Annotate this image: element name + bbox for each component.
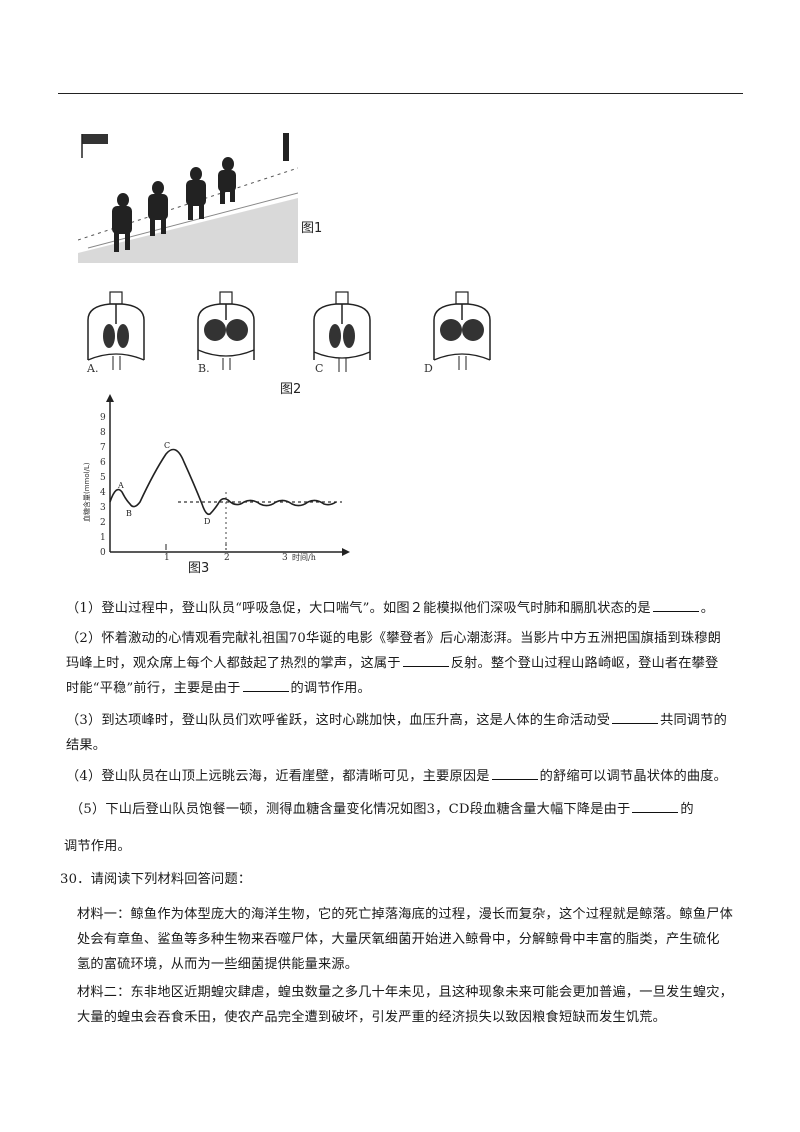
question-1: （1）登山过程中，登山队员“呼吸急促，大口喘气”。如图２能模拟他们深吸气时肺和膈… <box>66 596 756 621</box>
y-tick-8: 8 <box>100 428 106 438</box>
point-label-d: D <box>204 517 210 526</box>
y-tick-0: 0 <box>100 548 106 558</box>
point-label-c: C <box>164 441 170 450</box>
q4-text-post: 的舒缩可以调节晶状体的曲度。 <box>539 769 728 784</box>
q3-line-2: 结果。 <box>66 738 107 753</box>
bell-jar-model-b-icon <box>197 291 255 370</box>
figure-3-label: 图3 <box>188 561 210 576</box>
q5-line-2: 调节作用。 <box>64 839 131 854</box>
figure-2-option-d-label: D <box>424 362 433 375</box>
figure-1-climbers-image <box>77 128 299 263</box>
question-2: （2）怀着激动的心情观看完献礼祖国70华诞的电影《攀登者》后心潮澎湃。当影片中方… <box>66 626 756 701</box>
y-tick-2: 2 <box>100 518 106 528</box>
header-rule <box>58 93 743 94</box>
q5-answer-blank[interactable] <box>632 798 679 813</box>
bell-jar-model-c-icon <box>313 291 371 372</box>
y-axis-label: 血糖含量(mmol/L) <box>82 462 91 522</box>
y-tick-1: 1 <box>100 533 106 543</box>
q30-material-1: 材料一：鲸鱼作为体型庞大的海洋生物，它的死亡掉落海底的过程，漫长而复杂，这个过程… <box>77 902 757 977</box>
x-tick-2: 2 <box>224 553 230 563</box>
y-tick-6: 6 <box>100 458 106 468</box>
material-1-line-3: 氢的富硫环境，从而为一些细菌提供能量来源。 <box>77 957 359 972</box>
material-1-line-1: 材料一：鲸鱼作为体型庞大的海洋生物，它的死亡掉落海底的过程，漫长而复杂，这个过程… <box>77 907 733 922</box>
q2-line-3-pre: 时能“平稳”前行，主要是由于 <box>66 681 241 696</box>
question-3: （3）到达项峰时，登山队员们欢呼雀跃，这时心跳加快，血压升高，这是人体的生命活动… <box>66 708 756 758</box>
y-tick-3: 3 <box>100 503 106 513</box>
q1-text-pre: （1）登山过程中，登山队员“呼吸急促，大口喘气”。如图２能模拟他们深吸气时肺和膈… <box>66 601 651 616</box>
bell-jar-model-a-icon <box>87 291 145 370</box>
y-tick-9: 9 <box>100 413 106 423</box>
figure-2-lung-models <box>80 290 520 380</box>
figure-1-label: 图1 <box>301 221 323 236</box>
q5-line-1-post: 的 <box>680 802 694 817</box>
q4-text-pre: （4）登山队员在山顶上远眺云海，近看崖壁，都清晰可见，主要原因是 <box>66 769 490 784</box>
bell-jar-model-d-icon <box>433 291 491 370</box>
material-1-line-2: 处会有章鱼、鲨鱼等多种生物来吞噬尸体，大量厌氧细菌开始进入鲸骨中，分解鲸骨中丰富… <box>77 932 720 947</box>
q3-line-1-post: 共同调节的 <box>660 713 728 728</box>
q2-line-2-pre: 玛峰上时，观众席上每个人都鼓起了热烈的掌声，这属于 <box>66 656 401 671</box>
y-tick-5: 5 <box>100 473 106 483</box>
material-2-line-1: 材料二：东非地区近期蝗灾肆虐，蝗虫数量之多几十年未见，且这种现象未来可能会更加普… <box>77 985 733 1000</box>
y-tick-7: 7 <box>100 443 106 453</box>
point-label-b: B <box>126 509 132 518</box>
q30-material-2: 材料二：东非地区近期蝗灾肆虐，蝗虫数量之多几十年未见，且这种现象未来可能会更加普… <box>77 980 757 1030</box>
q2-line-3-post: 的调节作用。 <box>290 681 371 696</box>
point-label-a: A <box>117 481 124 490</box>
figure-2-option-a-label: A. <box>87 362 99 375</box>
question-4: （4）登山队员在山顶上远眺云海，近看崖壁，都清晰可见，主要原因是 的舒缩可以调节晶… <box>66 764 756 789</box>
q2-reflex-blank[interactable] <box>402 652 449 667</box>
q2-regulation-blank[interactable] <box>242 677 289 692</box>
q1-text-post: 。 <box>700 601 715 616</box>
figure-2-option-c-label: C <box>315 362 324 375</box>
q5-line-1-pre: （5）下山后登山队员饱餐一顿，测得血糖含量变化情况如图3，CD段血糖含量大幅下降… <box>70 802 631 817</box>
material-2-line-2: 大量的蝗虫会吞食禾田，使农产品完全遭到破坏，引发严重的经济损失以致因粮食短缺而发… <box>77 1010 667 1025</box>
question-5: （5）下山后登山队员饱餐一顿，测得血糖含量变化情况如图3，CD段血糖含量大幅下降… <box>64 797 760 859</box>
climbers-illustration-icon <box>77 133 299 263</box>
y-axis-arrow-icon <box>106 394 114 402</box>
q3-answer-blank[interactable] <box>612 709 659 724</box>
x-axis-label: 时间/h <box>292 552 316 562</box>
q1-answer-blank[interactable] <box>652 597 699 612</box>
question-30-title: 30．请阅读下列材料回答问题： <box>60 872 252 887</box>
blood-sugar-curve <box>109 448 337 516</box>
figure-3-blood-sugar-chart: 0 9 8 7 6 5 4 3 2 1 1 2 3 时间/h 血糖含量(mmol… <box>80 392 350 572</box>
y-tick-4: 4 <box>100 488 106 498</box>
q3-line-1-pre: （3）到达项峰时，登山队员们欢呼雀跃，这时心跳加快，血压升高，这是人体的生命活动… <box>66 713 611 728</box>
figure-2-option-b-label: B. <box>198 362 210 375</box>
q4-answer-blank[interactable] <box>491 765 538 780</box>
figure-2-label: 图2 <box>280 382 302 397</box>
x-tick-3: 3 <box>282 553 288 563</box>
x-axis-arrow-icon <box>342 548 350 556</box>
q2-line-1: （2）怀着激动的心情观看完献礼祖国70华诞的电影《攀登者》后心潮澎湃。当影片中方… <box>66 631 721 646</box>
q2-line-2-post: 反射。整个登山过程山路崎岖，登山者在攀登 <box>450 656 719 671</box>
x-tick-1: 1 <box>164 553 170 563</box>
